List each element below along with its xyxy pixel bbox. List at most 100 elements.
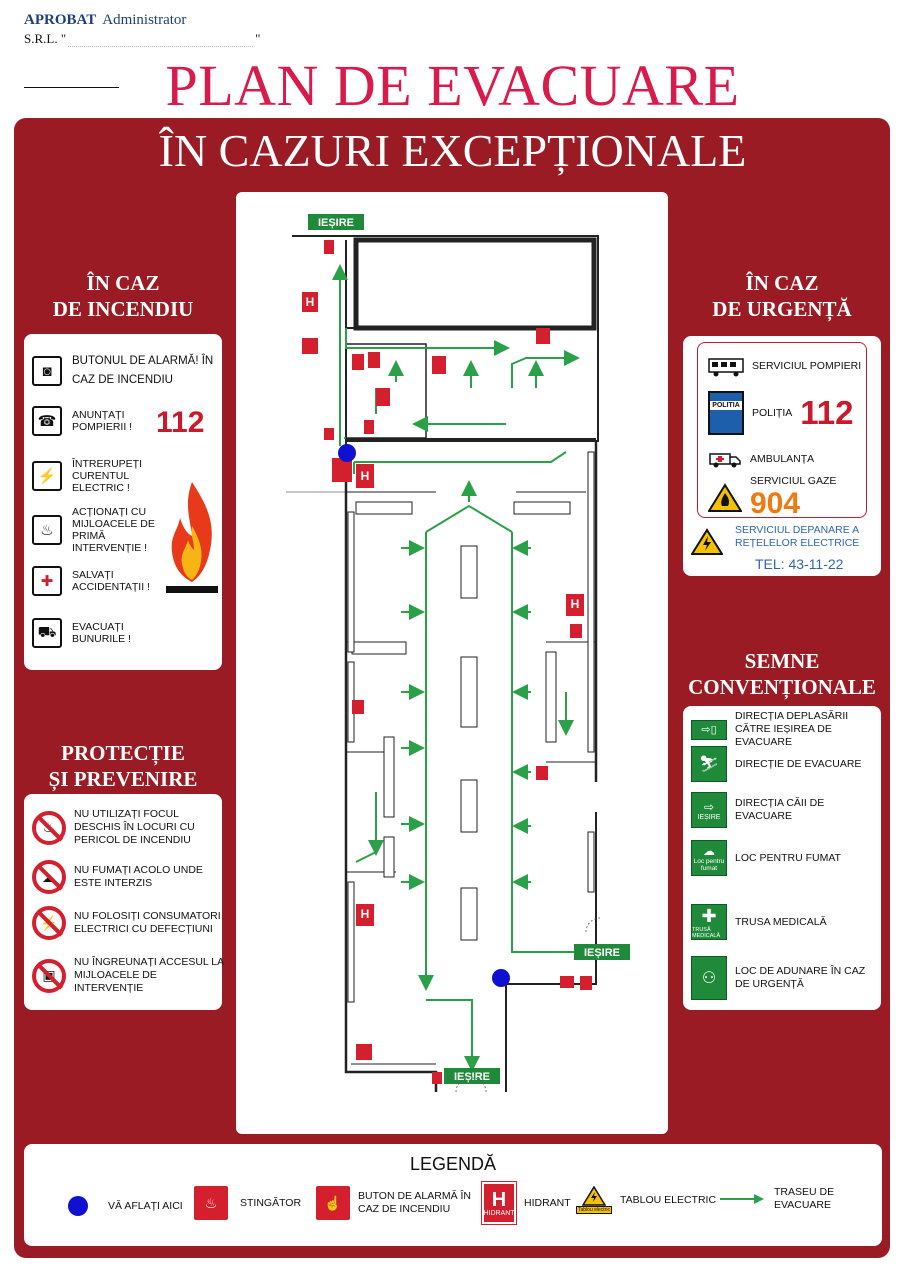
urgency-heading-line2: DE URGENȚĂ bbox=[712, 297, 852, 321]
alarm-button-icon: ☝ bbox=[316, 1186, 350, 1220]
exit-sign-bottom: IEȘIRE bbox=[454, 1071, 490, 1083]
alarm-button-icon: ◙ bbox=[32, 356, 62, 386]
protection-heading-line1: PROTECȚIE bbox=[61, 741, 185, 765]
protection-item-text: NU FUMAȚI ACOLO UNDE ESTE INTERZIS bbox=[74, 864, 203, 889]
protection-item-text: NU UTILIZAȚI FOCUL DESCHIS ÎN LOCURI CU … bbox=[74, 808, 195, 846]
ambulance-icon bbox=[709, 453, 741, 468]
fire-section-heading: ÎN CAZ DE INCENDIU bbox=[24, 270, 222, 322]
first-aid-kit-sign-label: TRUSĂ MEDICALĂ bbox=[692, 926, 721, 939]
electric-panel-icon: Tablou electric bbox=[576, 1186, 612, 1214]
legend-electric-panel: Tablou electric TABLOU ELECTRIC bbox=[576, 1186, 716, 1214]
urgency-contacts-panel: SERVICIUL POMPIERI POLITIA POLIȚIA 112 A… bbox=[683, 336, 881, 576]
fire-item-text: ANUNȚAȚI POMPIERII ! bbox=[72, 409, 133, 433]
you-are-here-marker-2 bbox=[492, 969, 510, 987]
legend-title: LEGENDĂ bbox=[409, 1154, 497, 1174]
urgency-heading-line1: ÎN CAZ bbox=[745, 271, 819, 295]
assembly-point-icon: ⚇ bbox=[691, 956, 727, 1000]
fire-service-label: SERVICIUL POMPIERI bbox=[752, 360, 862, 372]
fire-item-phone: ☎ ANUNȚAȚI POMPIERII ! bbox=[32, 406, 142, 436]
hydrant-marker: H bbox=[361, 907, 370, 921]
hydrant-marker: H bbox=[361, 469, 370, 483]
no-open-fire-icon: ♨ bbox=[32, 810, 66, 845]
fire-item-text: EVACUAȚI BUNURILE ! bbox=[72, 621, 131, 645]
company-name-blank bbox=[68, 31, 254, 47]
protection-heading-line2: ȘI PREVENIRE bbox=[48, 767, 198, 791]
protection-item-text: NU FOLOSIȚI CONSUMATORI ELECTRICI CU DEF… bbox=[74, 910, 221, 935]
legend-panel: LEGENDĂ VĂ AFLAȚI AICI ♨ STINGĂTOR ☝ BUT… bbox=[24, 1144, 882, 1246]
smoking-area-sign-label: Loc pentru fumat bbox=[693, 858, 725, 872]
legend-extinguisher: ♨ STINGĂTOR bbox=[194, 1186, 301, 1220]
sign-item-text: TRUSA MEDICALĂ bbox=[735, 915, 827, 928]
sign-item: ⇨IEȘIRE DIRECȚIA CĂII DE EVACUARE bbox=[691, 792, 875, 828]
sign-item: ⇨▯ DIRECȚIA DEPLASĂRII CĂTRE IEȘIREA DE … bbox=[691, 710, 875, 749]
exit-direction-icon: ⇨▯ bbox=[691, 719, 727, 740]
protection-item: ▣ NU ÎNGREUNAȚI ACCESUL LA MIJLOACELE DE… bbox=[32, 956, 224, 995]
exit-route-sign-label: IEȘIRE bbox=[697, 813, 721, 821]
hydrant-icon-caption: HIDRANT bbox=[483, 1209, 515, 1217]
sign-item: ⛷ DIRECȚIE DE EVACUARE bbox=[691, 746, 875, 782]
fire-item-alarm: ◙ BUTONUL DE ALARMĂ! ÎN CAZ DE INCENDIU bbox=[32, 352, 222, 390]
smoking-area-icon: ☁Loc pentru fumat bbox=[691, 840, 727, 876]
company-prefix: S.R.L. " bbox=[24, 31, 67, 46]
electric-service-label: SERVICIUL DEPANARE A REȚELELOR ELECTRICE bbox=[735, 524, 860, 549]
sign-item-text: LOC PENTRU FUMAT bbox=[735, 851, 841, 864]
signs-heading-line2: CONVENȚIONALE bbox=[688, 675, 876, 699]
legend-you-are-here: VĂ AFLAȚI AICI bbox=[68, 1196, 183, 1216]
gas-service-row: SERVICIUL GAZE 904 bbox=[708, 475, 836, 521]
sign-item: ✚TRUSĂ MEDICALĂ TRUSA MEDICALĂ bbox=[691, 904, 875, 940]
signs-heading-line1: SEMNE bbox=[744, 649, 820, 673]
police-sign-icon: POLITIA bbox=[708, 391, 744, 435]
evacuation-stairs-icon: ⛷ bbox=[691, 746, 727, 782]
legend-evacuation-route: TRASEU DE EVACUARE bbox=[718, 1186, 854, 1212]
fire-truck-icon bbox=[708, 358, 744, 377]
electric-warning-icon bbox=[581, 1186, 606, 1206]
fire-extinguisher-icon: ♨ bbox=[32, 515, 62, 545]
police-label: POLIȚIA bbox=[752, 407, 793, 419]
first-aid-icon: ✚ bbox=[32, 566, 62, 596]
fire-item-text: ACȚIONAȚI CU MIJLOACELE DE PRIMĂ INTERVE… bbox=[72, 506, 155, 554]
legend-alarm-button: ☝ BUTON DE ALARMĂ ÎN CAZ DE INCENDIU bbox=[316, 1186, 478, 1220]
signature-line bbox=[24, 87, 119, 88]
sign-item: ☁Loc pentru fumat LOC PENTRU FUMAT bbox=[691, 840, 875, 876]
exit-sign-top: IEȘIRE bbox=[318, 217, 354, 229]
protection-section-heading: PROTECȚIE ȘI PREVENIRE bbox=[24, 740, 222, 792]
conventional-signs-panel: ⇨▯ DIRECȚIA DEPLASĂRII CĂTRE IEȘIREA DE … bbox=[683, 706, 881, 1010]
floor-plan: IEȘIRE IEȘIRE IEȘIRE bbox=[236, 192, 668, 1134]
sign-item-text: LOC DE ADUNARE ÎN CAZ DE URGENȚĂ bbox=[735, 965, 866, 990]
urgency-section-heading: ÎN CAZ DE URGENȚĂ bbox=[683, 270, 881, 322]
urgency-contacts-frame: SERVICIUL POMPIERI POLITIA POLIȚIA 112 A… bbox=[697, 342, 867, 521]
protection-item: ♨ NU UTILIZAȚI FOCUL DESCHIS ÎN LOCURI C… bbox=[32, 808, 214, 847]
hydrant-icon-letter: H bbox=[491, 1188, 507, 1211]
company-suffix: " bbox=[255, 31, 261, 46]
fire-heading-line1: ÎN CAZ bbox=[86, 271, 160, 295]
approval-label: APROBAT bbox=[24, 12, 97, 28]
legend-electric-panel-label: TABLOU ELECTRIC bbox=[619, 1193, 717, 1206]
gas-flame-warning-icon bbox=[708, 483, 742, 512]
fire-item-text: SALVAȚI ACCIDENTAȚII ! bbox=[72, 569, 150, 593]
extinguisher-icon: ♨ bbox=[194, 1186, 228, 1220]
fire-service-row: SERVICIUL POMPIERI bbox=[708, 355, 861, 377]
legend-alarm-button-label: BUTON DE ALARMĂ ÎN CAZ DE INCENDIU bbox=[358, 1190, 471, 1215]
sign-item: ⚇ LOC DE ADUNARE ÎN CAZ DE URGENȚĂ bbox=[691, 956, 875, 1000]
route-arrow-icon bbox=[720, 1194, 764, 1204]
hydrant-marker: H bbox=[571, 597, 580, 611]
gas-number: 904 bbox=[750, 487, 801, 520]
page-subtitle: ÎN CAZURI EXCEPȚIONALE bbox=[158, 125, 747, 176]
ambulance-label: AMBULANȚA bbox=[750, 453, 815, 465]
no-blocking-icon: ▣ bbox=[32, 958, 66, 993]
ambulance-row: AMBULANȚA bbox=[708, 449, 814, 469]
fire-heading-line2: DE INCENDIU bbox=[52, 297, 194, 321]
legend-evacuation-route-label: TRASEU DE EVACUARE bbox=[774, 1186, 835, 1211]
legend-you-are-here-label: VĂ AFLAȚI AICI bbox=[108, 1199, 183, 1212]
fire-item-extinguisher: ♨ ACȚIONAȚI CU MIJLOACELE DE PRIMĂ INTER… bbox=[32, 506, 162, 554]
fire-item-first-aid: ✚ SALVAȚI ACCIDENTAȚII ! bbox=[32, 566, 162, 596]
legend-extinguisher-label: STINGĂTOR bbox=[240, 1196, 302, 1209]
electric-switch-icon: ⚡ bbox=[32, 461, 62, 491]
hydrant-marker: H bbox=[306, 295, 315, 309]
high-voltage-icon bbox=[691, 528, 723, 555]
fire-item-text: BUTONUL DE ALARMĂ! ÎN CAZ DE INCENDIU bbox=[72, 355, 214, 386]
police-sign-label: POLITIA bbox=[710, 401, 742, 410]
phone-icon: ☎ bbox=[32, 406, 62, 436]
